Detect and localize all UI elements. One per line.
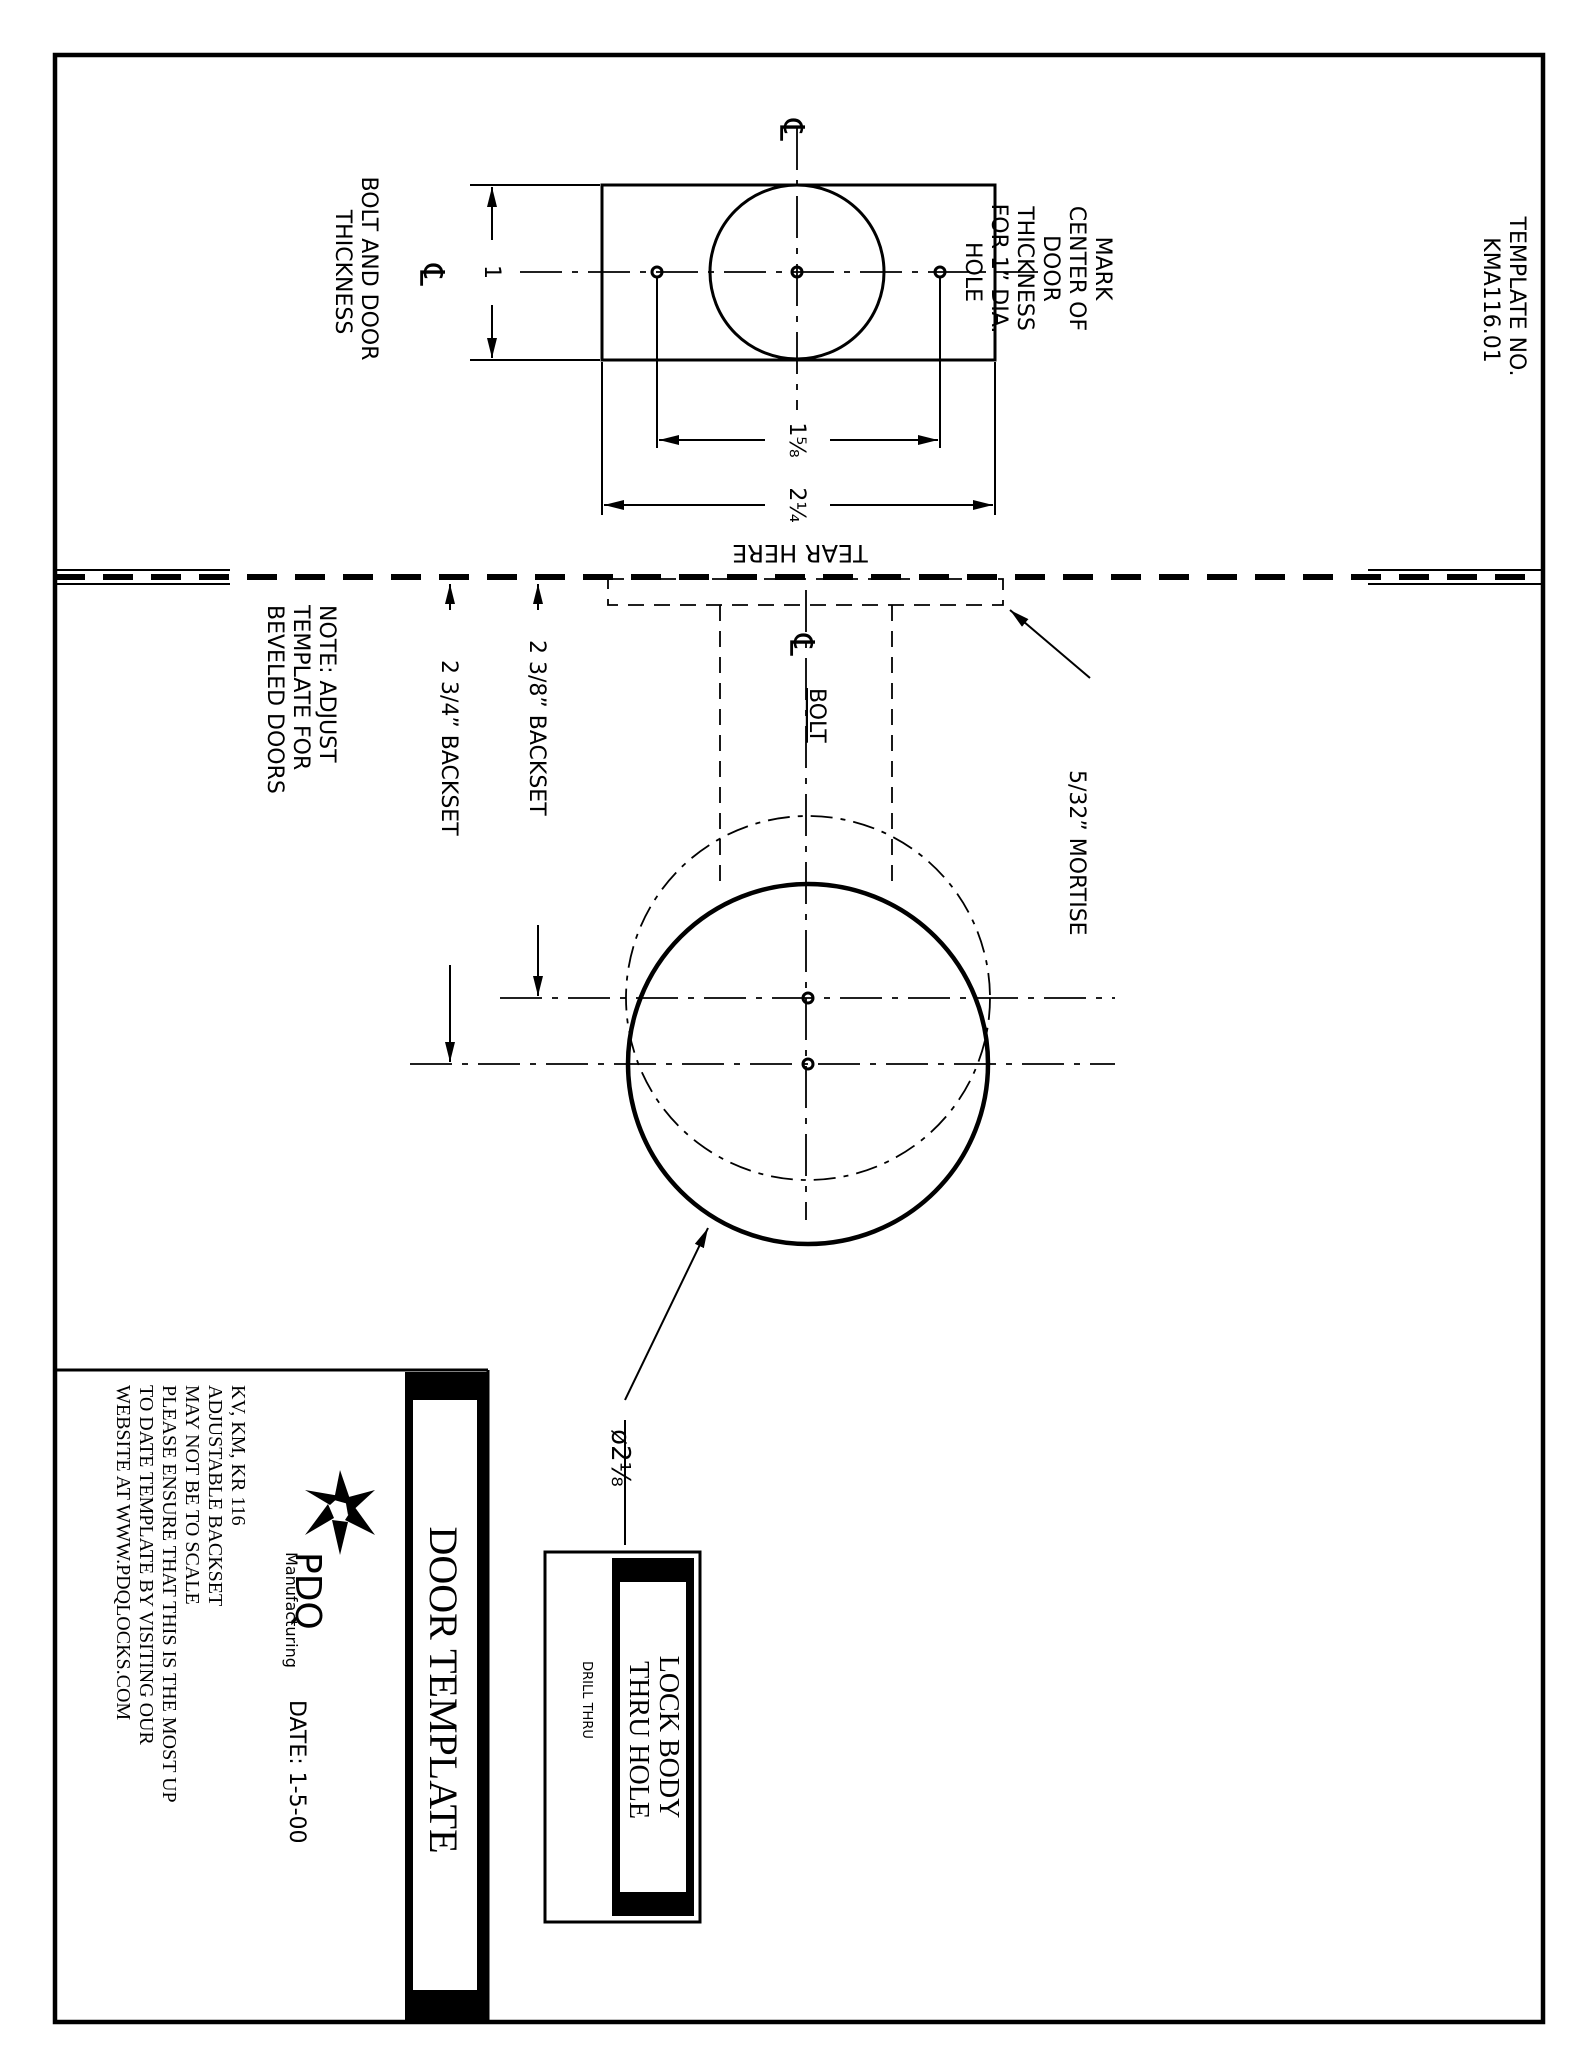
bevel-note: NOTE: ADJUST TEMPLATE FOR BEVELED DOORS <box>262 604 339 794</box>
center-mark-2-3-8 <box>801 991 815 1005</box>
edge-bore-plate <box>470 128 1040 515</box>
tear-here-label: TEAR HERE <box>732 539 869 567</box>
title-label: DOOR TEMPLATE <box>421 1526 466 1853</box>
mortise-leader <box>1009 609 1091 679</box>
drill-thru-label: DRILL THRU <box>579 1661 594 1739</box>
mortise-label: 5/32” MORTISE <box>1064 770 1089 936</box>
centerline-symbol-bolt-door: ℄ <box>412 263 449 286</box>
backset-2-3-8-label: 2 3/8” BACKSET <box>524 640 549 816</box>
screw-hole-right <box>933 265 947 279</box>
backset-dimensions <box>445 584 543 1062</box>
bore-circles <box>410 815 1115 1247</box>
centerline-symbol-bolt: ℄ <box>782 633 819 656</box>
latch-bolt-outline <box>607 578 1004 1220</box>
pdq-logo-brand: PDQ <box>287 1552 328 1630</box>
lock-body-box <box>543 1550 702 1924</box>
mark-center-note: MARK CENTER OF DOOR THICKNESS FOR 1” DIA… <box>960 204 1115 341</box>
template-number: TEMPLATE NO. KMA116.01 <box>1478 216 1529 384</box>
backset-2-3-4-label: 2 3/4” BACKSET <box>436 660 461 836</box>
dimension-1-label: 1 <box>479 265 504 279</box>
dimension-2-1-4-label: 2¼ <box>784 487 809 522</box>
sheet-border <box>52 52 1546 2025</box>
screw-hole-center <box>790 265 804 279</box>
diameter-label: ø2⅛ <box>605 1429 635 1487</box>
diameter-leader <box>624 1227 709 1545</box>
notes-block: KV, KM, KR 116 ADJUSTABLE BACKSET MAY NO… <box>112 1385 249 1807</box>
dimension-1-5-8-label: 1⅝ <box>784 422 809 457</box>
date-label: DATE: 1-5-00 <box>284 1700 309 1844</box>
screw-hole-left <box>650 265 664 279</box>
bolt-door-thickness-note: BOLT AND DOOR THICKNESS <box>330 177 381 368</box>
pdq-logo-sub: Manufacturing <box>282 1552 301 1668</box>
centerline-symbol-top: ℄ <box>772 118 809 141</box>
bolt-label: BOLT <box>804 688 829 743</box>
center-mark-2-3-4 <box>801 1057 815 1071</box>
lock-body-label: LOCK BODY THRU HOLE <box>623 1656 684 1825</box>
pdq-logo <box>305 1470 375 1555</box>
title-block <box>55 1368 490 2020</box>
tear-line <box>55 569 1543 585</box>
